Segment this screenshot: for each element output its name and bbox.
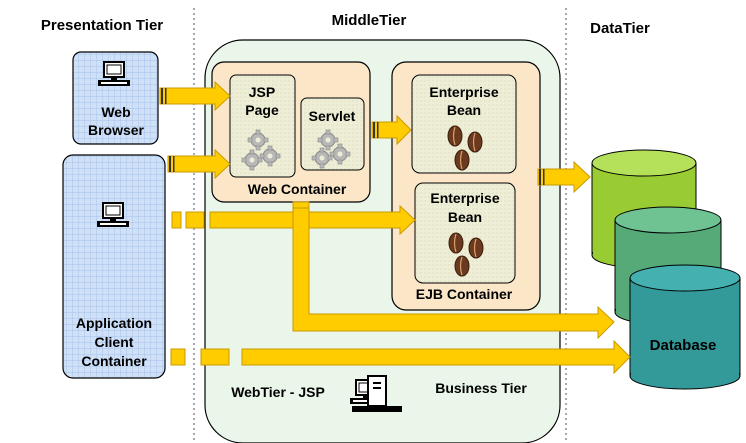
jsp-page-label-2: Page	[245, 102, 279, 118]
arrow-webcontainer-to-database	[292, 201, 615, 340]
webtier-computer-base	[352, 406, 402, 412]
database-cylinder-front	[629, 264, 741, 390]
arrow-servlet-to-ejb	[371, 114, 412, 146]
arrow-client-to-db-dash-1	[170, 348, 186, 366]
arrow-client-to-ejb	[209, 204, 416, 236]
ejb-container-label: EJB Container	[416, 286, 513, 302]
web-browser-box	[72, 51, 159, 145]
web-container-label: Web Container	[248, 181, 347, 197]
arrow-client-to-jsp	[167, 148, 231, 180]
arrow-client-to-database	[241, 339, 631, 375]
enterprise-bean-top-label-2: Bean	[447, 102, 481, 118]
enterprise-bean-bottom-label-1: Enterprise	[430, 190, 499, 206]
app-client-label-1: Application	[76, 315, 152, 331]
enterprise-bean-top-label-1: Enterprise	[429, 84, 498, 100]
enterprise-bean-bottom-label-2: Bean	[448, 209, 482, 225]
jsp-page-box	[229, 74, 296, 178]
web-browser-label-2: Browser	[88, 122, 145, 138]
app-client-box	[62, 154, 166, 379]
webtier-jsp-label: WebTier - JSP	[231, 384, 325, 400]
web-browser-label-1: Web	[101, 104, 130, 120]
database-label: Database	[650, 337, 717, 354]
presentation-tier-label: Presentation Tier	[41, 17, 163, 34]
data-tier-label: DataTier	[590, 20, 650, 37]
web-container-connector	[292, 201, 310, 209]
arrow-client-to-db-dash-2	[200, 348, 230, 366]
app-client-label-3: Container	[81, 353, 147, 369]
arrow-client-to-ejb-dash-1	[171, 211, 182, 229]
arrow-browser-to-jsp	[159, 80, 231, 112]
enterprise-bean-bottom-box	[414, 182, 516, 284]
servlet-label: Servlet	[309, 108, 356, 124]
webtier-computer-tower	[367, 375, 387, 407]
business-tier-label: Business Tier	[435, 380, 527, 396]
arrow-client-to-ejb-dash-2	[185, 211, 205, 229]
jsp-page-label-1: JSP	[249, 84, 275, 100]
app-client-label-2: Client	[95, 334, 134, 350]
middle-tier-label: MiddleTier	[332, 12, 407, 29]
enterprise-bean-top-box	[411, 74, 517, 174]
